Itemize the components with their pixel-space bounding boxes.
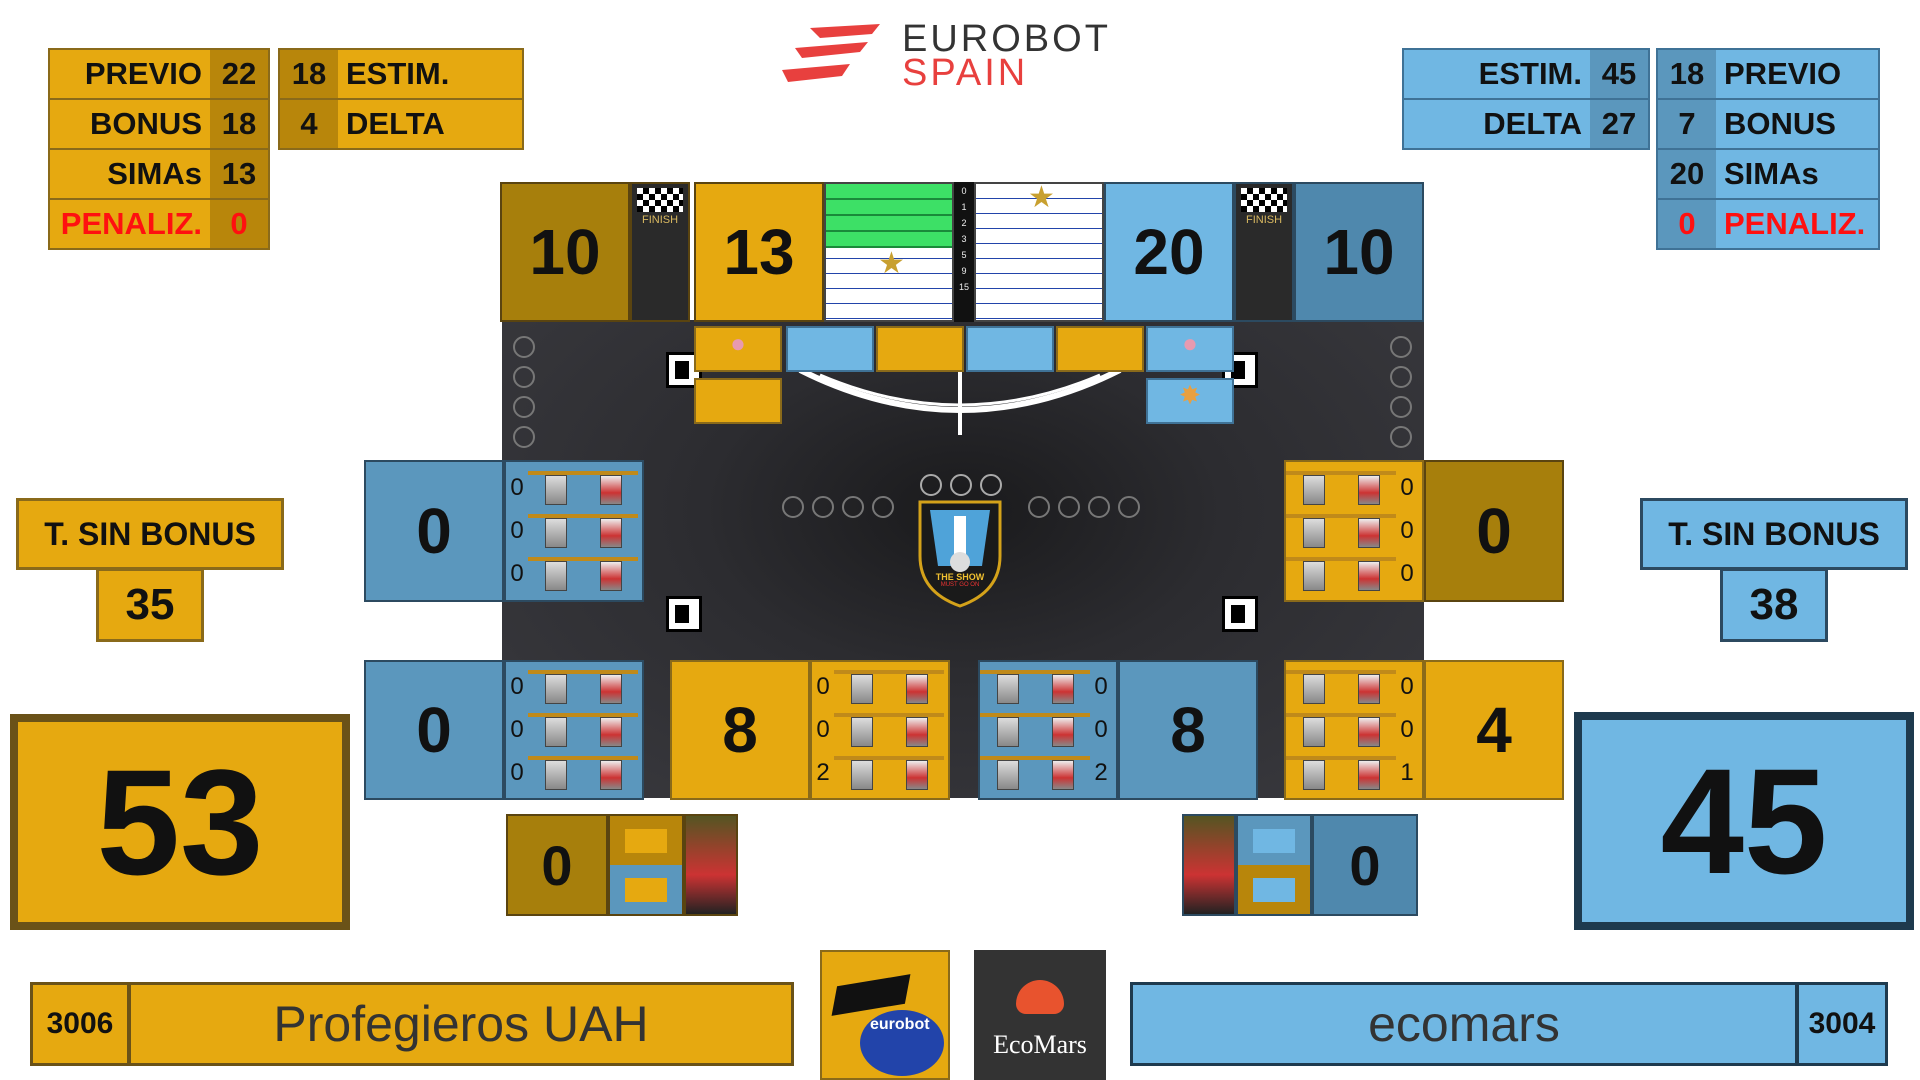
yellow-penaliz: PENALIZ.0 [48,198,270,250]
piece-yellow-2 [876,326,964,372]
star-robot-icon: ✸ [1179,380,1201,410]
blue-finish-score: 10 [1294,182,1424,322]
yellow-tsb-value: 35 [96,568,204,642]
yellow-reserve-slots [608,814,684,916]
yellow-reserve-card [684,814,738,916]
logo-line1: EUROBOT [902,18,1111,60]
yellow-progress: ★ [824,182,954,322]
aruco-marker-left [666,596,702,632]
checkered-flag-icon [637,188,683,212]
guitar-shield-icon [918,500,1002,608]
blue-finish-flag: FINISH [1234,182,1294,322]
eurobot-spain-logo: EUROBOT SPAIN [780,18,1160,94]
show-sub: MUST GO ON [940,582,980,588]
blue-reserve-card [1182,814,1236,916]
yellow-simas-score: 13 [694,182,824,322]
zone-blue-mid-score: 8 [1118,660,1258,800]
blue-total-score: 45 [1574,712,1914,930]
aruco-marker-right [1222,596,1258,632]
piece-blue-2 [966,326,1054,372]
yellow-reserve-score: 0 [506,814,608,916]
piece-blue-1 [786,326,874,372]
piece-yellow-1: ● [694,326,782,372]
pink-robot-icon: ● [1182,328,1198,358]
pink-robot-icon: ● [730,328,746,358]
piece-blue-3: ● [1146,326,1234,372]
yellow-tsb-label: T. SIN BONUS [16,498,284,570]
zone-blue-left-top-score: 0 [364,460,504,602]
zone-blue-mid-stands: 0 0 2 [978,660,1118,800]
star-icon: ★ [1028,181,1055,214]
zone-yellow-mid-stands: 0 0 2 [810,660,950,800]
yellow-finish-flag: FINISH [630,182,690,322]
piece-yellow-3 [1056,326,1144,372]
zone-blue-left-bottom-stands: 0 0 0 [504,660,644,800]
zone-right-bottom-stands: 0 0 1 [1284,660,1424,800]
blue-team-logo: EcoMars [974,950,1106,1080]
yellow-team-logo: eurobot [820,950,950,1080]
eurobot-badge: eurobot [870,1016,930,1033]
backstage-arc [798,367,1122,435]
blue-reserve-slots [1236,814,1312,916]
robot-face-icon [1016,980,1064,1014]
blue-estim: ESTIM.45 [1402,48,1650,100]
logo-mark-icon [782,24,880,82]
checkered-flag-icon [1241,188,1287,212]
piece-yellow-4 [694,378,782,424]
yellow-progress-fill [826,184,952,248]
blue-team-number: 3004 [1796,982,1888,1066]
the-show-emblem: THE SHOW MUST GO ON [912,496,1008,608]
blue-tsb-value: 38 [1720,568,1828,642]
yellow-team-number: 3006 [30,982,130,1066]
blue-tsb-label: T. SIN BONUS [1640,498,1908,570]
zone-blue-left-bottom-score: 0 [364,660,504,800]
zone-right-top-stands: 0 0 0 [1284,460,1424,602]
blue-reserve-score: 0 [1312,814,1418,916]
show-label: THE SHOW [935,572,985,582]
blue-progress: ★ [974,181,1104,322]
zone-yellow-mid-score: 8 [670,660,810,800]
zone-right-bottom-score: 4 [1424,660,1564,800]
yellow-team-name: Profegieros UAH [128,982,794,1066]
zone-right-top-score: 0 [1424,460,1564,602]
star-icon: ★ [878,247,905,280]
ecomars-badge: EcoMars [993,1030,1087,1059]
logo-line2: SPAIN [902,52,1029,94]
yellow-finish-score: 10 [500,182,630,322]
piece-blue-4: ✸ [1146,378,1234,424]
blue-team-name: ecomars [1130,982,1798,1066]
zone-blue-left-top-stands: 0 0 0 [504,460,644,602]
yellow-total-score: 53 [10,714,350,930]
blue-simas-score: 20 [1104,182,1234,322]
